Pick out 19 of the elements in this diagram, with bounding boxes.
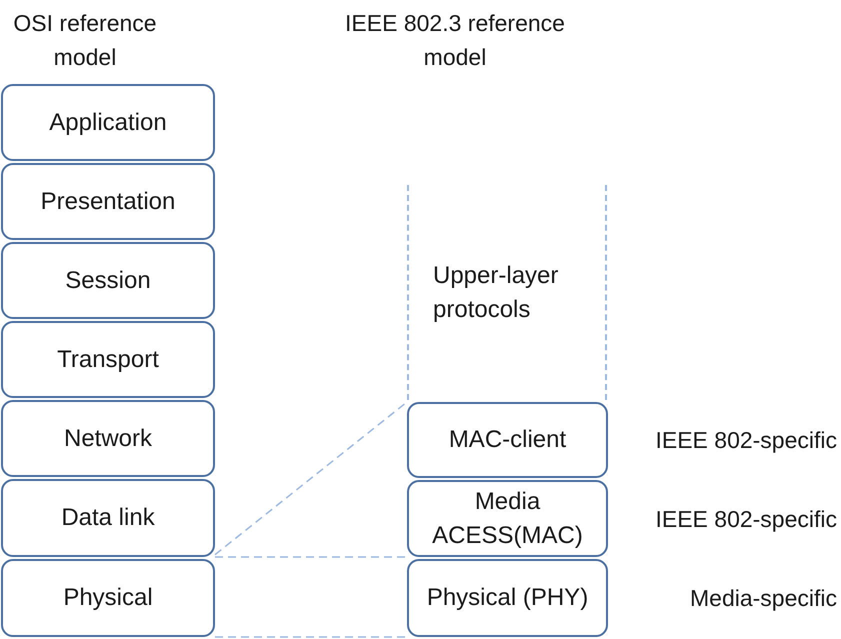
layer-box: Physical (PHY) — [407, 559, 608, 637]
layer-box: Data link — [1, 479, 215, 557]
layer-note: IEEE 802-specific — [655, 504, 837, 534]
dashed-region: Upper-layer protocols — [407, 185, 607, 400]
layer-note: Media-specific — [690, 584, 837, 613]
layer-box: MAC-client — [407, 402, 608, 478]
column-heading: OSI reference model — [12, 9, 158, 72]
layer-note: IEEE 802-specific — [655, 426, 837, 455]
dashed-connector — [214, 401, 408, 556]
dashed-connector — [215, 636, 407, 638]
layer-box: Application — [1, 84, 215, 161]
layer-box: Network — [1, 400, 215, 477]
column-heading: IEEE 802.3 reference model — [345, 9, 565, 72]
layer-box: Presentation — [1, 163, 215, 240]
layer-box: Physical — [1, 559, 215, 637]
layer-box: Session — [1, 242, 215, 319]
layer-box: Transport — [1, 321, 215, 398]
layer-box: Media ACESS(MAC) — [407, 480, 608, 557]
dashed-connector — [215, 556, 407, 558]
